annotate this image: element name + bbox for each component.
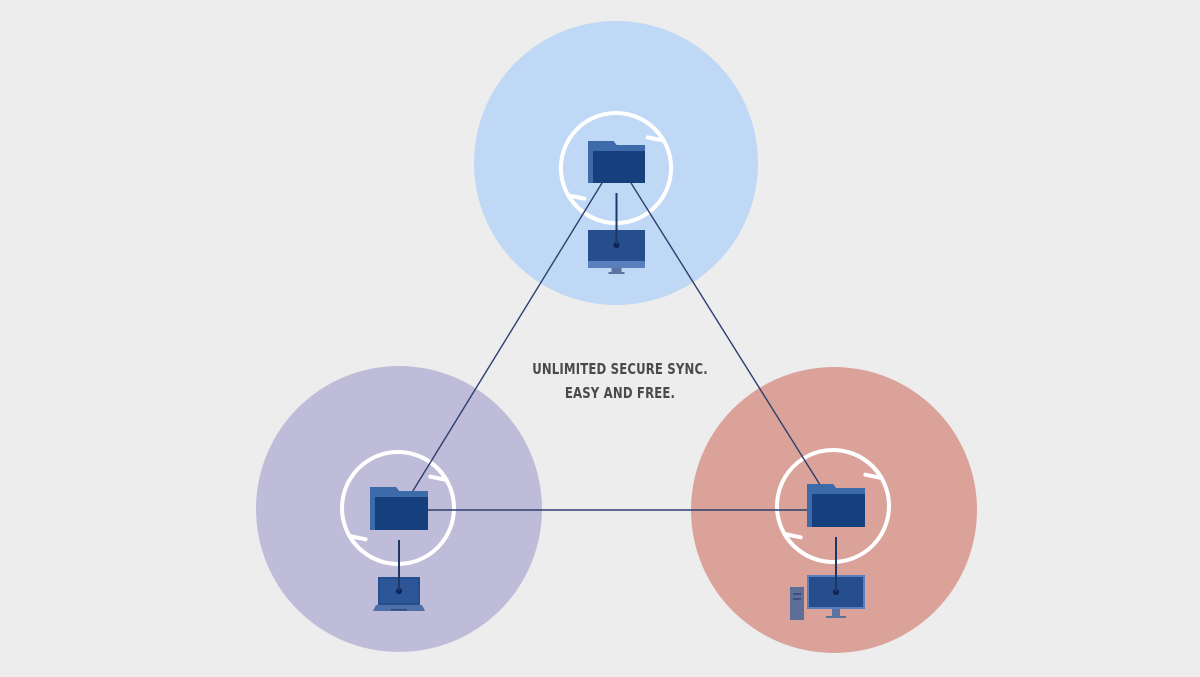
left-folder-icon	[370, 487, 428, 530]
right-folder-icon	[807, 484, 865, 527]
connection-top-right	[630, 182, 823, 489]
tagline: UNLIMITED SECURE SYNC. EASY AND FREE.	[526, 357, 713, 405]
tagline-line-2: EASY AND FREE.	[564, 384, 676, 402]
connection-top-left	[410, 182, 603, 495]
node-icons	[370, 141, 865, 620]
top-folder-icon	[588, 141, 645, 183]
right-sync-icon	[775, 448, 891, 564]
top-sync-icon	[558, 110, 674, 226]
sync-rings	[340, 110, 891, 566]
connection-lines	[410, 182, 823, 511]
left-sync-icon	[340, 450, 456, 566]
tagline-line-1: UNLIMITED SECURE SYNC.	[532, 360, 708, 378]
